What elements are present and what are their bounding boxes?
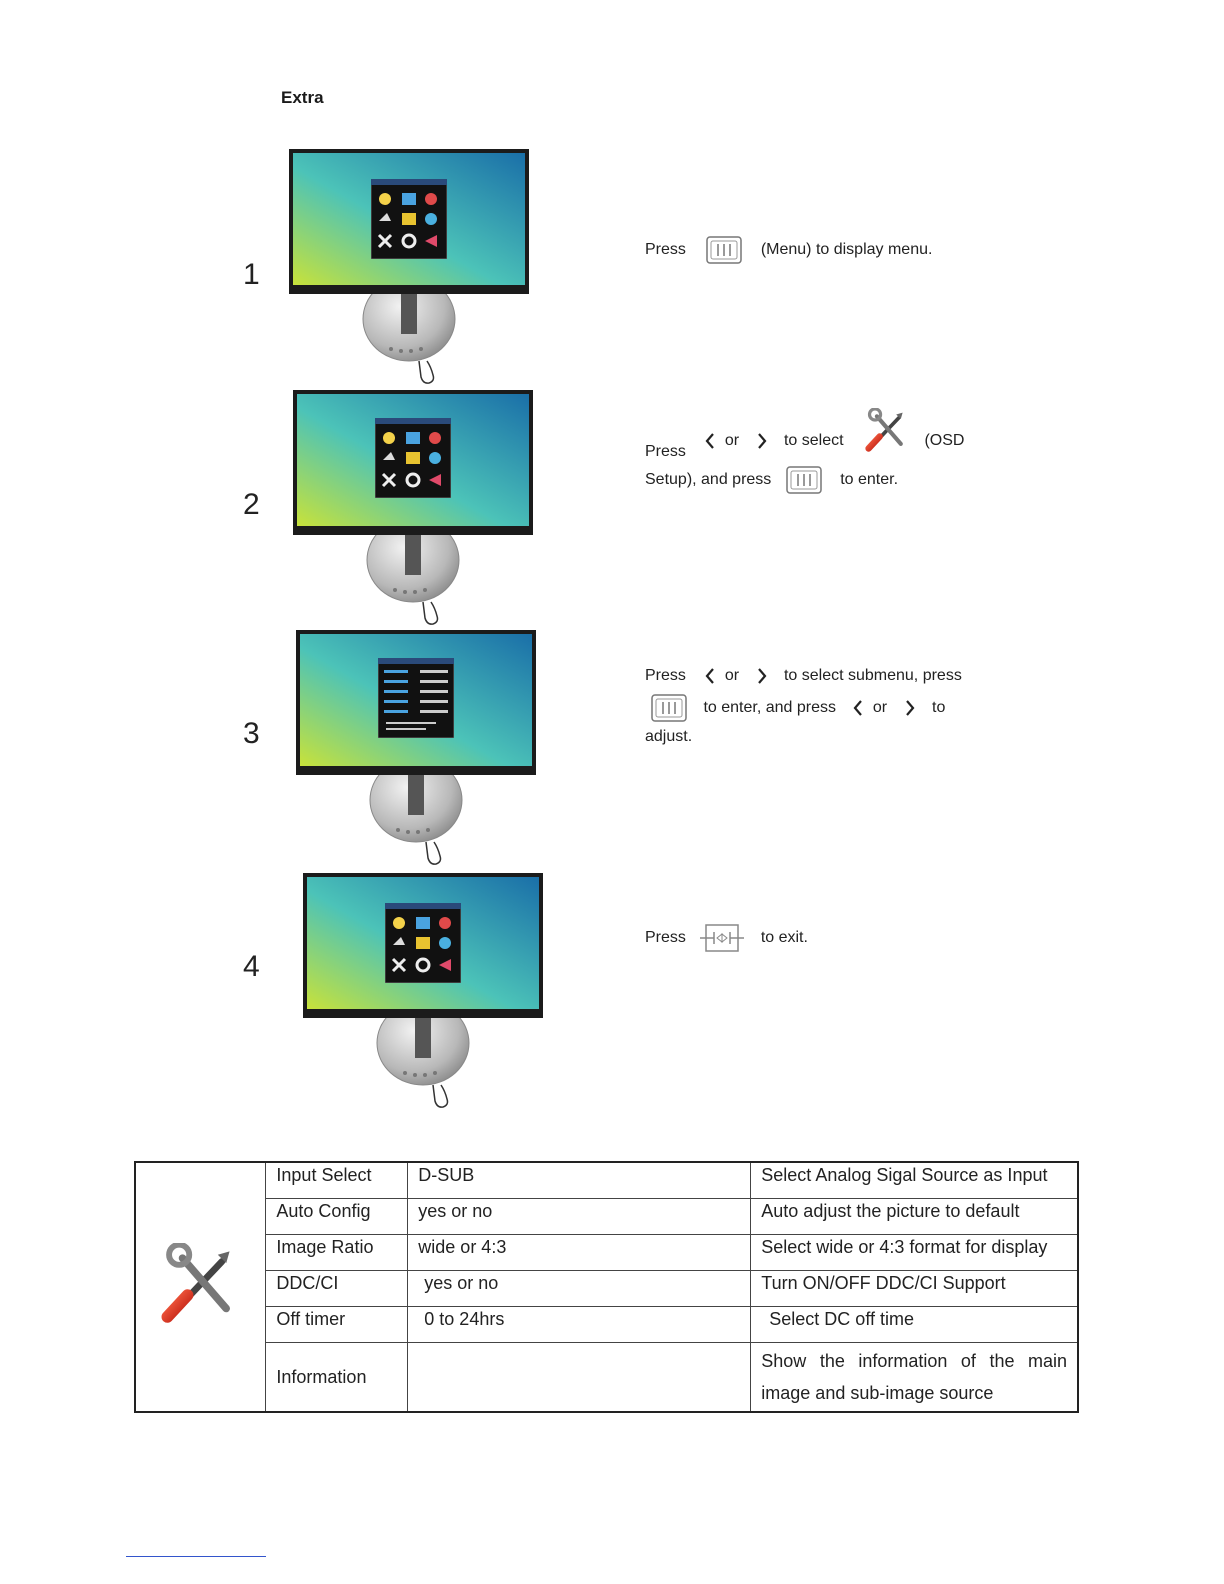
instruction-3-select: to select submenu, press (784, 660, 962, 692)
monitor-image-4 (303, 873, 543, 1113)
table-row: Off timer 0 to 24hrs Select DC off time (135, 1307, 1078, 1343)
osd-setup-table: Input Select D-SUB Select Analog Sigal S… (134, 1161, 1079, 1413)
step-number-3: 3 (243, 717, 260, 751)
instruction-3-enter: to enter, and press (703, 692, 836, 724)
instruction-3-to: to (932, 692, 945, 724)
instruction-3-press: Press (645, 660, 686, 692)
instruction-1-press: Press (645, 234, 686, 266)
monitor-image-2 (293, 390, 533, 630)
table-cell-value: 0 to 24hrs (408, 1307, 751, 1343)
table-cell-value: D-SUB (408, 1162, 751, 1199)
chevron-right-icon (756, 667, 768, 685)
instruction-2-enter: to enter. (840, 464, 898, 496)
table-cell-value: wide or 4:3 (408, 1235, 751, 1271)
footnote-separator (126, 1556, 266, 1557)
instruction-1: Press (Menu) to display menu. (645, 234, 932, 266)
osd-setup-tools-icon (864, 408, 910, 454)
instruction-2-or: or (725, 425, 739, 457)
monitor-image-3 (296, 630, 536, 870)
instruction-3: Press or to select submenu, press to ent… (645, 660, 962, 751)
table-cell-item: DDC/CI (266, 1271, 408, 1307)
table-cell-value: yes or no (408, 1271, 751, 1307)
table-row: Auto Config yes or no Auto adjust the pi… (135, 1199, 1078, 1235)
table-cell-item: Input Select (266, 1162, 408, 1199)
instruction-3-or: or (725, 660, 739, 692)
instruction-4-text: to exit. (761, 922, 808, 954)
chevron-right-icon (904, 699, 916, 717)
instruction-2-select: to select (784, 425, 844, 457)
instruction-3-or2: or (873, 692, 887, 724)
chevron-left-icon (704, 432, 716, 450)
table-cell-desc: Select Analog Sigal Source as Input (751, 1162, 1078, 1199)
table-cell-item: Information (266, 1343, 408, 1413)
instruction-3-adjust: adjust. (645, 724, 692, 750)
table-cell-item: Image Ratio (266, 1235, 408, 1271)
chevron-left-icon (852, 699, 864, 717)
instruction-4-press: Press (645, 922, 686, 954)
chevron-right-icon (756, 432, 768, 450)
section-heading: Extra (281, 88, 324, 108)
table-cell-value: yes or no (408, 1199, 751, 1235)
instruction-2-setup: Setup), and press (645, 464, 771, 496)
table-cell-desc: Select wide or 4:3 format for display (751, 1235, 1078, 1271)
instruction-1-text: (Menu) to display menu. (761, 234, 933, 266)
menu-button-icon (786, 466, 822, 494)
menu-button-icon (651, 694, 687, 722)
table-cell-desc: Turn ON/OFF DDC/CI Support (751, 1271, 1078, 1307)
table-cell-desc: Show the information of the main image a… (751, 1343, 1078, 1413)
step-number-4: 4 (243, 950, 260, 984)
table-row: DDC/CI yes or no Turn ON/OFF DDC/CI Supp… (135, 1271, 1078, 1307)
table-cell-desc: Select DC off time (751, 1307, 1078, 1343)
step-number-1: 1 (243, 258, 260, 292)
chevron-left-icon (704, 667, 716, 685)
table-cell-item: Auto Config (266, 1199, 408, 1235)
osd-setup-tools-icon (159, 1243, 243, 1327)
instruction-2-osd: (OSD (924, 425, 964, 457)
table-cell-desc: Auto adjust the picture to default (751, 1199, 1078, 1235)
exit-button-icon (700, 922, 744, 954)
table-cell-item: Off timer (266, 1307, 408, 1343)
table-row: Information Show the information of the … (135, 1343, 1078, 1413)
menu-button-icon (706, 236, 742, 264)
instruction-4: Press to exit. (645, 922, 808, 954)
table-cell-value (408, 1343, 751, 1413)
instruction-2: Press or to select (OSD Setup), and pres… (645, 408, 964, 496)
step-number-2: 2 (243, 488, 260, 522)
table-row: Input Select D-SUB Select Analog Sigal S… (135, 1162, 1078, 1199)
table-icon-cell (135, 1162, 266, 1412)
monitor-image-1 (289, 149, 529, 389)
table-row: Image Ratio wide or 4:3 Select wide or 4… (135, 1235, 1078, 1271)
